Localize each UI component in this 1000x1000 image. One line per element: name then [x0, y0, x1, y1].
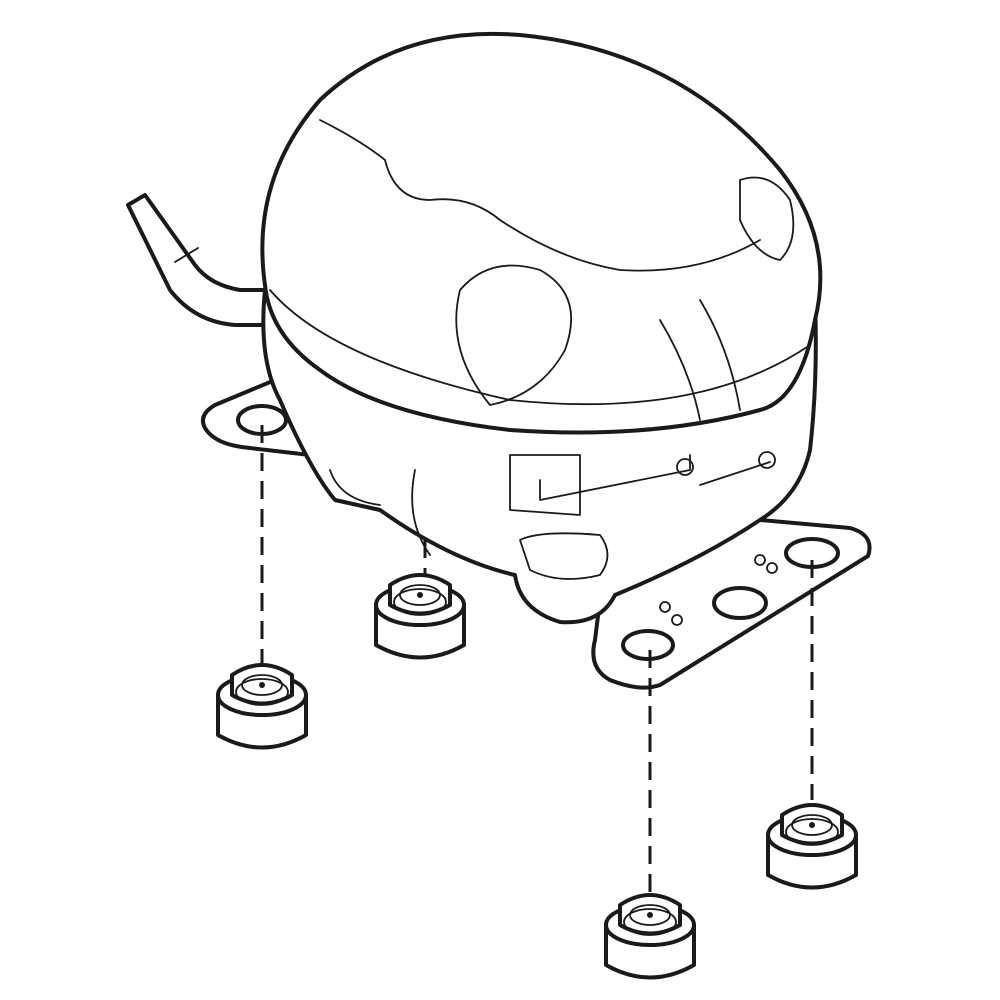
grommet-4	[604, 893, 696, 980]
suction-tube	[126, 193, 267, 327]
grommet-3	[766, 803, 858, 890]
compressor-dome	[260, 31, 823, 435]
grommet-2	[374, 573, 466, 660]
grommet-1	[216, 663, 308, 750]
right-mounting-plate	[591, 518, 872, 690]
